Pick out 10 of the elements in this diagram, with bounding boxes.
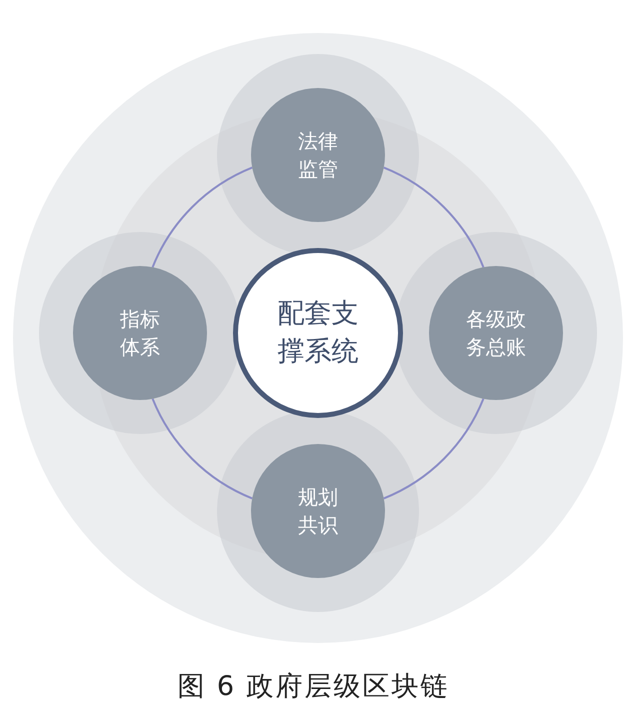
connector-arc [152,398,253,500]
center-label: 配套支撑系统 [276,297,360,369]
caption: 图 6 政府层级区块链 [176,670,451,704]
connector-arc [152,166,253,268]
topic-label: 规划共识 [297,484,339,539]
topic-label: 各级政务总账 [465,306,527,361]
connector-arc [383,398,484,500]
connector-arc [383,166,484,268]
topic-label: 指标体系 [119,306,161,361]
topic-label: 法律监管 [297,128,339,183]
